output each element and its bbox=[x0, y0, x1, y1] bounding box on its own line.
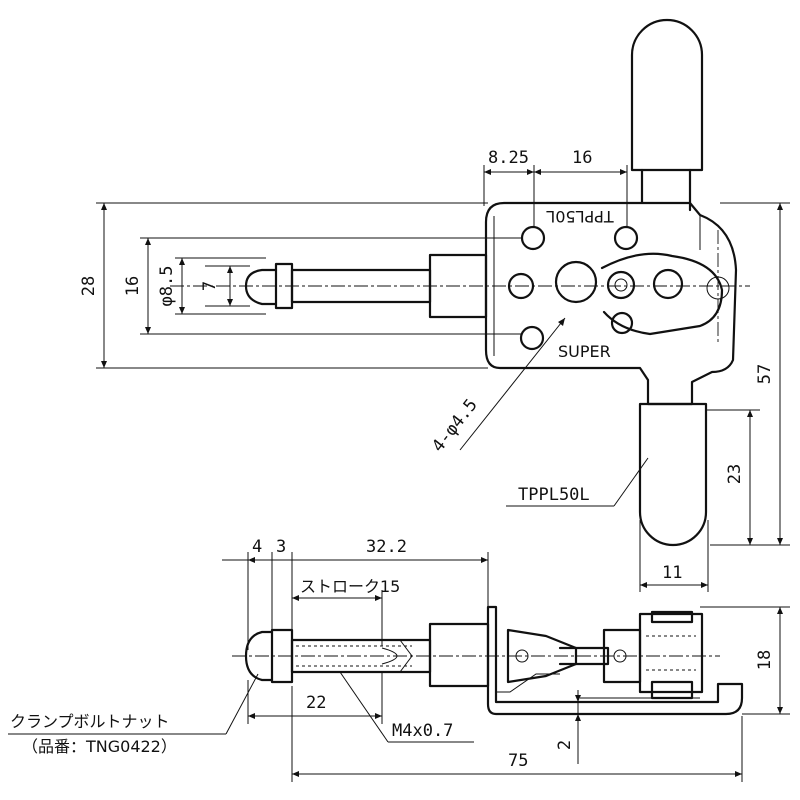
part-number-label: （品番：TNG0422） bbox=[22, 737, 177, 756]
grip-leader bbox=[613, 457, 649, 507]
lower-handle-grip bbox=[638, 402, 708, 547]
dim-28: 28 bbox=[79, 276, 99, 296]
dim-75: 75 bbox=[508, 751, 528, 771]
arrowhead bbox=[101, 361, 107, 368]
spindle-tip bbox=[244, 268, 278, 306]
arrowhead bbox=[227, 266, 233, 273]
arrowhead bbox=[248, 557, 255, 563]
arrowhead bbox=[747, 410, 753, 417]
stroke-label: ストローク15 bbox=[300, 577, 400, 596]
arrowhead bbox=[375, 713, 382, 719]
arrowhead bbox=[179, 258, 185, 265]
arrowheads bbox=[101, 169, 783, 777]
dim-2: 2 bbox=[555, 740, 575, 750]
dim-16-left: 16 bbox=[123, 276, 143, 296]
dim-4: 4 bbox=[252, 537, 262, 557]
arrowhead bbox=[640, 582, 647, 588]
arrowhead bbox=[575, 714, 581, 721]
side-pivot-block bbox=[638, 612, 704, 694]
dim-23: 23 bbox=[725, 464, 745, 484]
arrowhead bbox=[292, 595, 299, 601]
mounting-hole-3 bbox=[507, 272, 535, 300]
mounting-holes bbox=[507, 225, 730, 351]
dim-7: 7 bbox=[200, 281, 220, 291]
body-inner-edge bbox=[493, 215, 701, 356]
arrowhead bbox=[701, 582, 708, 588]
side-plunger-housing bbox=[428, 622, 490, 688]
body-stamp: TPPL50L bbox=[546, 207, 614, 226]
arrowhead bbox=[481, 557, 488, 563]
holes-callout: 4-φ4.5 bbox=[428, 395, 482, 456]
side-pivot-pin bbox=[650, 680, 694, 700]
arrowhead bbox=[620, 169, 627, 175]
arrowhead bbox=[534, 169, 541, 175]
arrowhead bbox=[735, 771, 742, 777]
thread-label: M4x0.7 bbox=[392, 721, 453, 741]
pivot-pin-2 bbox=[610, 311, 634, 335]
dim-16-top: 16 bbox=[572, 148, 592, 168]
pivot-pin-1-inner bbox=[614, 278, 628, 292]
dim-32-2: 32.2 bbox=[366, 537, 407, 557]
top-view: TPPL50L SUPER bbox=[170, 18, 750, 547]
thread-leader bbox=[339, 671, 389, 743]
arrowhead bbox=[575, 695, 581, 702]
dim-18: 18 bbox=[755, 650, 775, 670]
dim-57: 57 bbox=[755, 364, 775, 384]
pivot-pin-3 bbox=[652, 268, 684, 300]
arrowhead bbox=[179, 307, 185, 314]
side-view bbox=[232, 605, 744, 716]
link-arm bbox=[600, 252, 724, 336]
upper-handle-grip bbox=[630, 18, 704, 172]
arrowhead bbox=[145, 238, 151, 245]
side-view-dimensions: 4 3 32.2 ストローク15 18 22 M4x0.7 クランプボルトナット… bbox=[8, 537, 790, 782]
dim-22: 22 bbox=[306, 693, 326, 713]
base-plate bbox=[486, 605, 744, 716]
arrowhead bbox=[527, 169, 534, 175]
pivot-pin-1 bbox=[606, 270, 636, 300]
arrowhead bbox=[558, 318, 565, 326]
arrowhead bbox=[248, 713, 255, 719]
pivot-hole-center bbox=[554, 260, 598, 304]
mounting-hole-2 bbox=[613, 225, 639, 251]
arrowhead bbox=[747, 538, 753, 545]
body-plate bbox=[484, 201, 738, 406]
top-view-dimensions: 8.25 16 28 16 φ8.5 7 57 23 bbox=[79, 148, 790, 592]
arrowhead bbox=[777, 538, 783, 545]
base-inner-line bbox=[496, 673, 700, 699]
nut-leader bbox=[225, 673, 259, 735]
brand-stamp: SUPER bbox=[558, 342, 611, 361]
dim-phi-8-5: φ8.5 bbox=[157, 266, 177, 307]
dim-3: 3 bbox=[276, 537, 286, 557]
arrowhead bbox=[777, 203, 783, 210]
arrowhead bbox=[777, 707, 783, 714]
mounting-hole-4 bbox=[519, 325, 545, 351]
arrowhead bbox=[375, 595, 382, 601]
arrowhead bbox=[145, 327, 151, 334]
side-pivot-cap bbox=[650, 610, 694, 624]
arrowhead bbox=[292, 771, 299, 777]
arrowhead bbox=[484, 169, 491, 175]
arrowhead bbox=[101, 203, 107, 210]
grip-model-label: TPPL50L bbox=[518, 485, 590, 505]
holes-leader bbox=[459, 317, 566, 451]
dim-11: 11 bbox=[662, 563, 682, 583]
pivot-pin-4 bbox=[706, 276, 730, 300]
arrowhead bbox=[227, 299, 233, 306]
bolt-nut-label: クランプボルトナット bbox=[10, 712, 170, 731]
arrowhead bbox=[777, 607, 783, 614]
mounting-hole-1 bbox=[520, 225, 546, 251]
dim-8-25: 8.25 bbox=[488, 148, 529, 168]
